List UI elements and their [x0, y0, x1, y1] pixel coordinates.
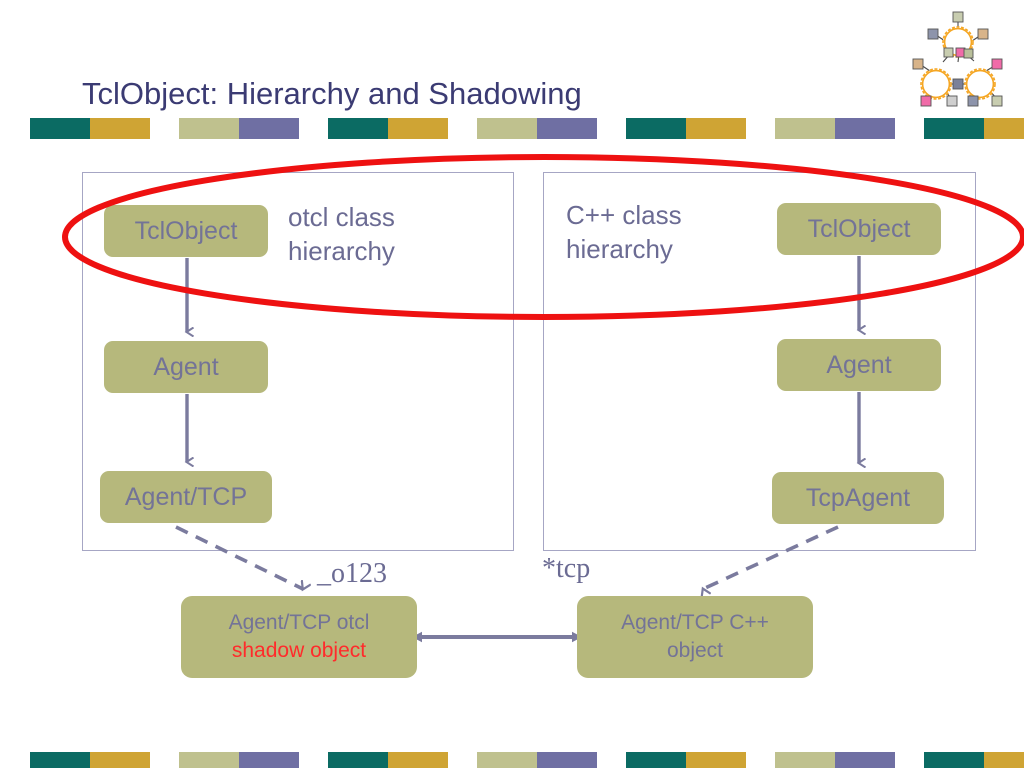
panel-otcl-caption: otcl class hierarchy — [288, 200, 395, 268]
colorbar-segment — [239, 752, 299, 768]
panel-otcl-caption-line2: hierarchy — [288, 236, 395, 266]
objbox-cpp-line1: Agent/TCP C++ — [621, 611, 769, 634]
colorbar-gap — [299, 118, 328, 139]
colorbar-segment — [477, 118, 537, 139]
colorbar-segment — [984, 752, 1024, 768]
colorbar-segment — [924, 118, 984, 139]
node-cpp-tcpagent[interactable]: TcpAgent — [772, 472, 944, 524]
colorbar-segment — [537, 118, 597, 139]
colorbar-segment — [686, 752, 746, 768]
colorbar-segment — [775, 118, 835, 139]
colorbar-segment — [924, 752, 984, 768]
page-title: TclObject: Hierarchy and Shadowing — [82, 76, 582, 111]
colorbar-gap — [895, 752, 924, 768]
colorbar-segment — [30, 118, 90, 139]
colorbar-gap — [448, 118, 477, 139]
panel-cpp-caption: C++ class hierarchy — [566, 198, 682, 266]
node-cpp-agent[interactable]: Agent — [777, 339, 941, 391]
decorative-colorbar-bottom — [30, 752, 1024, 768]
pointer-label-cpp-handle: *tcp — [542, 553, 591, 584]
colorbar-segment — [626, 752, 686, 768]
colorbar-gap — [150, 752, 179, 768]
panel-cpp-caption-line1: C++ class — [566, 200, 682, 230]
objbox-otcl-line1: Agent/TCP otcl — [228, 611, 370, 634]
objbox-otcl-line2: shadow object — [231, 639, 367, 662]
colorbar-segment — [179, 118, 239, 139]
objbox-cpp-object[interactable]: Agent/TCP C++ object — [577, 596, 813, 678]
panel-cpp-caption-line2: hierarchy — [566, 234, 673, 264]
pointer-label-otcl-handle: _o123 — [317, 558, 387, 589]
colorbar-segment — [835, 118, 895, 139]
colorbar-segment — [626, 118, 686, 139]
colorbar-segment — [537, 752, 597, 768]
colorbar-segment — [686, 118, 746, 139]
colorbar-segment — [835, 752, 895, 768]
colorbar-segment — [388, 752, 448, 768]
objbox-otcl-shadow-object[interactable]: Agent/TCP otcl shadow object — [181, 596, 417, 678]
colorbar-segment — [328, 118, 388, 139]
node-otcl-tclobject[interactable]: TclObject — [104, 205, 268, 257]
colorbar-gap — [448, 752, 477, 768]
colorbar-segment — [179, 752, 239, 768]
node-otcl-agenttcp[interactable]: Agent/TCP — [100, 471, 272, 523]
decorative-colorbar-top — [30, 118, 1024, 139]
colorbar-segment — [90, 118, 150, 139]
colorbar-gap — [746, 752, 775, 768]
colorbar-segment — [30, 752, 90, 768]
node-otcl-agent[interactable]: Agent — [104, 341, 268, 393]
colorbar-gap — [895, 118, 924, 139]
colorbar-segment — [90, 752, 150, 768]
colorbar-gap — [150, 118, 179, 139]
colorbar-gap — [299, 752, 328, 768]
colorbar-gap — [597, 752, 626, 768]
network-topology-logo — [912, 11, 1003, 107]
colorbar-gap — [597, 118, 626, 139]
node-cpp-tclobject[interactable]: TclObject — [777, 203, 941, 255]
colorbar-segment — [388, 118, 448, 139]
colorbar-segment — [984, 118, 1024, 139]
colorbar-segment — [477, 752, 537, 768]
objbox-cpp-line2: object — [666, 639, 724, 662]
panel-otcl-caption-line1: otcl class — [288, 202, 395, 232]
colorbar-segment — [328, 752, 388, 768]
colorbar-segment — [239, 118, 299, 139]
colorbar-segment — [775, 752, 835, 768]
colorbar-gap — [746, 118, 775, 139]
